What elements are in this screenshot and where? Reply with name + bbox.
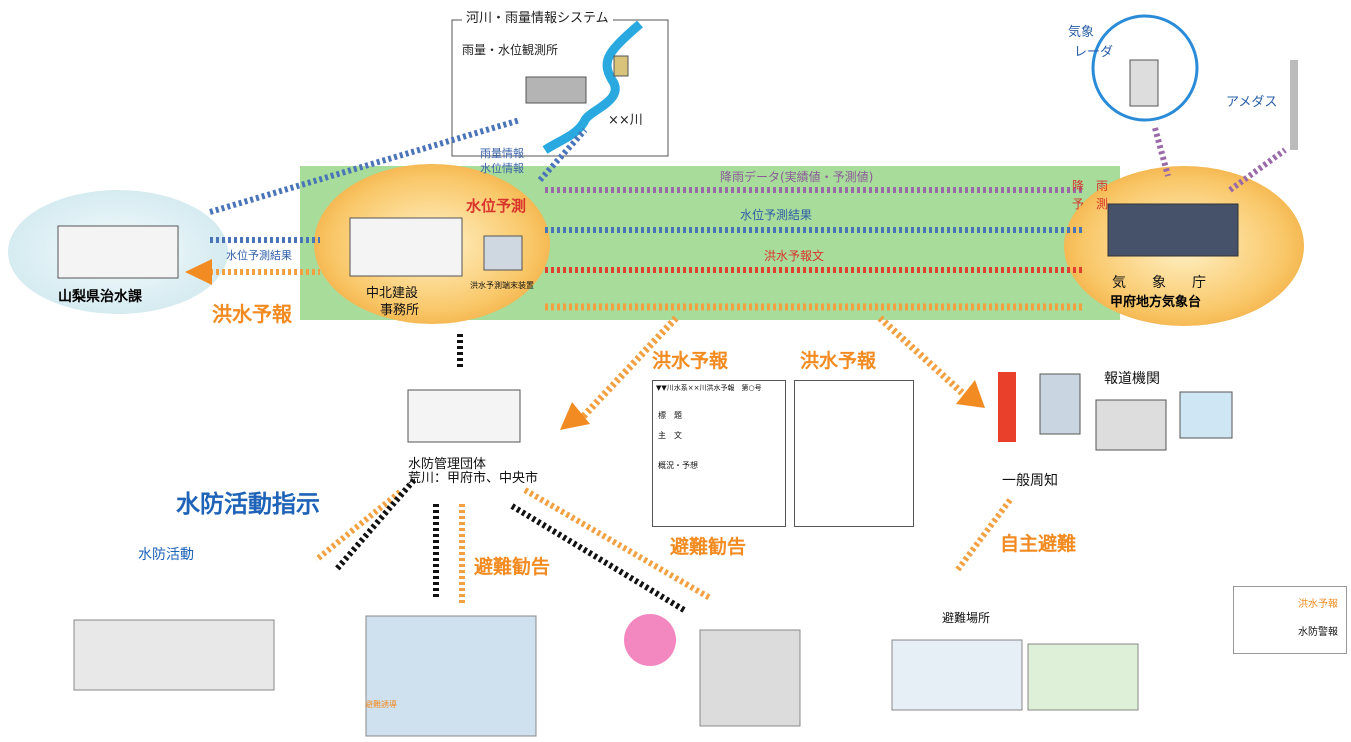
joint-label: 共 同 <box>756 320 873 340</box>
legend-flood-forecast: 洪水予報 <box>1298 599 1338 610</box>
flood-forecast-label-b: 洪水予報 <box>800 350 877 372</box>
tower-icon <box>998 372 1016 442</box>
document-section-outlook: 概況・予想 <box>658 461 698 470</box>
siren-light-icon <box>624 614 676 666</box>
chuhoku-label-1: 中北建設 <box>366 286 419 301</box>
wl-result-left-label: 水位予測結果 <box>226 249 292 262</box>
forecast-to-media-arrow <box>877 315 973 403</box>
radar-label-line1: 気象 <box>1068 25 1095 40</box>
observation-equipment-icon <box>525 76 587 104</box>
laptop-icon <box>1095 399 1167 451</box>
flood-fighting-instruction-label: 水防活動指示 <box>176 490 320 518</box>
flood-forecast-left-label: 洪水予報 <box>212 302 292 326</box>
voluntary-arrow <box>953 498 1013 574</box>
water-level-info-label: 水位情報 <box>480 162 524 175</box>
forecast-to-suibo-arrowhead <box>560 402 590 430</box>
jma-building-icon <box>1107 203 1239 257</box>
amedas-arrow <box>1228 147 1287 193</box>
left-flood-arrowhead <box>185 259 212 285</box>
amedas-icon <box>1290 60 1298 150</box>
tv-icon <box>1179 391 1233 439</box>
amedas-label: アメダス <box>1226 95 1278 110</box>
document-section-title: 標 題 <box>658 411 682 420</box>
rainfall-prediction-label-2: 予 測 <box>1072 197 1109 211</box>
suibo-building-icon <box>407 389 521 443</box>
flood-fighting-activity-label: 水防活動 <box>138 547 194 563</box>
legend <box>1233 586 1347 654</box>
rain-info-label: 雨量情報 <box>480 147 524 160</box>
forecast-to-suibo-arrow <box>577 315 679 423</box>
terminal-computer-icon <box>483 235 523 271</box>
observation-station-label: 雨量・水位観測所 <box>462 43 559 57</box>
flood-forecast-label-a: 洪水予報 <box>652 350 729 372</box>
shiji-black-arrow <box>333 478 417 572</box>
media-building-icon <box>1039 373 1081 435</box>
evacuation-advisory-label-a: 避難勧告 <box>474 556 551 578</box>
rain-house-scene-icon <box>365 615 537 737</box>
water-gauge-icon <box>613 55 629 77</box>
obs-to-chuhoku-arrow <box>537 127 588 183</box>
suibo-group-label-1: 水防管理団体 <box>408 457 487 472</box>
jma-label: 気 象 庁 <box>1112 275 1212 291</box>
evacuation-route-label: 避難誘導 <box>365 700 397 709</box>
flood-text-label: 洪水予報文 <box>764 249 825 263</box>
yamanashi-label: 山梨県治水課 <box>58 289 142 305</box>
river-name: ××川 <box>608 113 643 128</box>
radar-arrow <box>1152 127 1171 177</box>
river-shape <box>542 20 643 154</box>
radar-label-line2: レーダ <box>1074 45 1114 60</box>
chuhoku-building-icon <box>349 217 463 277</box>
rainfall-data-label: 降雨データ(実績値・予測値) <box>720 170 874 184</box>
voluntary-evacuation-label: 自主避難 <box>1000 533 1077 555</box>
forecast-document <box>652 380 786 527</box>
evacuation-advisory-label-b: 避難勧告 <box>670 536 747 558</box>
suibo-group-label-2: 荒川：甲府市、中央市 <box>408 471 539 486</box>
forecast-chart-sheet <box>794 380 914 527</box>
evacuation-site-label: 避難場所 <box>942 611 991 625</box>
terminal-label: 洪水予測端末装置 <box>470 281 534 290</box>
school-shelter-icon <box>891 639 1023 711</box>
shiji-orange-arrow <box>314 489 402 563</box>
sandbag-scene-icon <box>73 619 275 691</box>
system-title: 河川・雨量情報システム <box>462 12 613 25</box>
evacuees-icon <box>1027 643 1139 711</box>
water-level-prediction-label: 水位予測 <box>466 197 527 215</box>
kofu-observatory-label: 甲府地方気象台 <box>1110 295 1202 310</box>
wl-result-label: 水位予測結果 <box>740 208 813 222</box>
document-section-main: 主 文 <box>658 431 682 440</box>
chuhoku-label-2: 事務所 <box>380 303 420 318</box>
radar-circle <box>1091 14 1199 122</box>
yamanashi-building-icon <box>57 225 179 279</box>
document-header: ▼▼川水系××川洪水予報 第○号 <box>656 384 762 392</box>
radar-icon <box>1129 59 1159 107</box>
rainfall-prediction-label-1: 降 雨 <box>1072 179 1109 193</box>
media-label: 報道機関 <box>1104 371 1160 387</box>
general-notice-label: 一般周知 <box>1002 473 1058 489</box>
forecast-to-media-arrowhead <box>956 380 985 408</box>
town-scene-icon <box>699 629 801 727</box>
legend-flood-fighting-alert: 水防警報 <box>1298 627 1338 638</box>
